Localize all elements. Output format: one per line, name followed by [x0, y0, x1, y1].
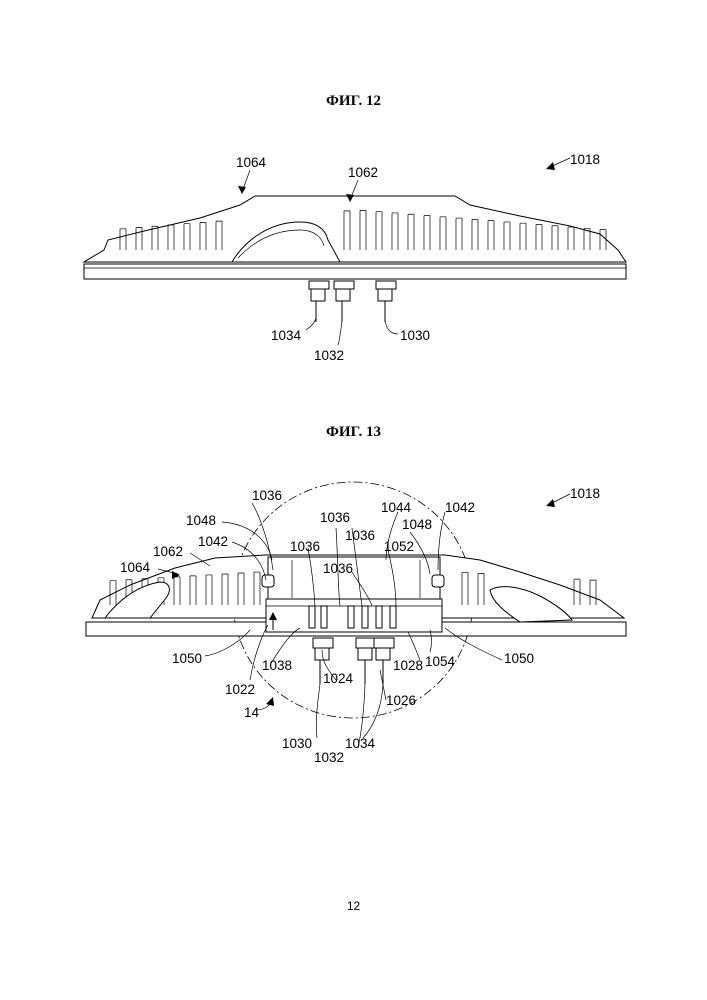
- label-1042-right: 1042: [445, 500, 475, 515]
- label-1034: 1034: [345, 736, 376, 751]
- label-1042-left: 1042: [198, 534, 228, 549]
- fig12-housing: [84, 196, 626, 262]
- label-1048-right: 1048: [402, 517, 432, 532]
- label-1022: 1022: [225, 682, 255, 697]
- label-1018: 1018: [570, 152, 600, 167]
- label-1052: 1052: [384, 539, 414, 554]
- fig12-connectors: [309, 281, 396, 322]
- page-number: 12: [0, 899, 707, 913]
- label-1050-right: 1050: [504, 651, 534, 666]
- label-1044: 1044: [381, 500, 412, 515]
- label-1036-a: 1036: [252, 488, 282, 503]
- label-1032: 1032: [314, 750, 344, 765]
- label-1036-d: 1036: [290, 539, 320, 554]
- label-1024: 1024: [323, 671, 354, 686]
- label-1062: 1062: [153, 544, 183, 559]
- label-1036-e: 1036: [323, 561, 353, 576]
- label-1026: 1026: [386, 693, 416, 708]
- label-1038: 1038: [262, 658, 292, 673]
- label-1030: 1030: [282, 736, 312, 751]
- label-1064: 1064: [120, 560, 151, 575]
- label-1034: 1034: [271, 328, 302, 343]
- label-1050-left: 1050: [172, 651, 202, 666]
- label-1036-c: 1036: [345, 528, 375, 543]
- figure-12-drawing: 1064 1062 1018 1034 1032 1030: [84, 152, 626, 363]
- label-1032: 1032: [314, 348, 344, 363]
- fig13-center-top: [268, 557, 440, 599]
- label-1054: 1054: [425, 654, 456, 669]
- label-1064: 1064: [236, 155, 267, 170]
- fig12-base-plate: [84, 264, 626, 279]
- label-1062: 1062: [348, 165, 378, 180]
- figure-13-drawing: 1036 1044 1042 1018 1048 1036 1036 1048 …: [86, 482, 626, 765]
- label-14: 14: [244, 705, 260, 720]
- label-1018: 1018: [570, 486, 600, 501]
- label-1036-b: 1036: [320, 510, 350, 525]
- label-1030: 1030: [400, 328, 430, 343]
- label-1028: 1028: [393, 658, 423, 673]
- label-1048-left: 1048: [186, 513, 216, 528]
